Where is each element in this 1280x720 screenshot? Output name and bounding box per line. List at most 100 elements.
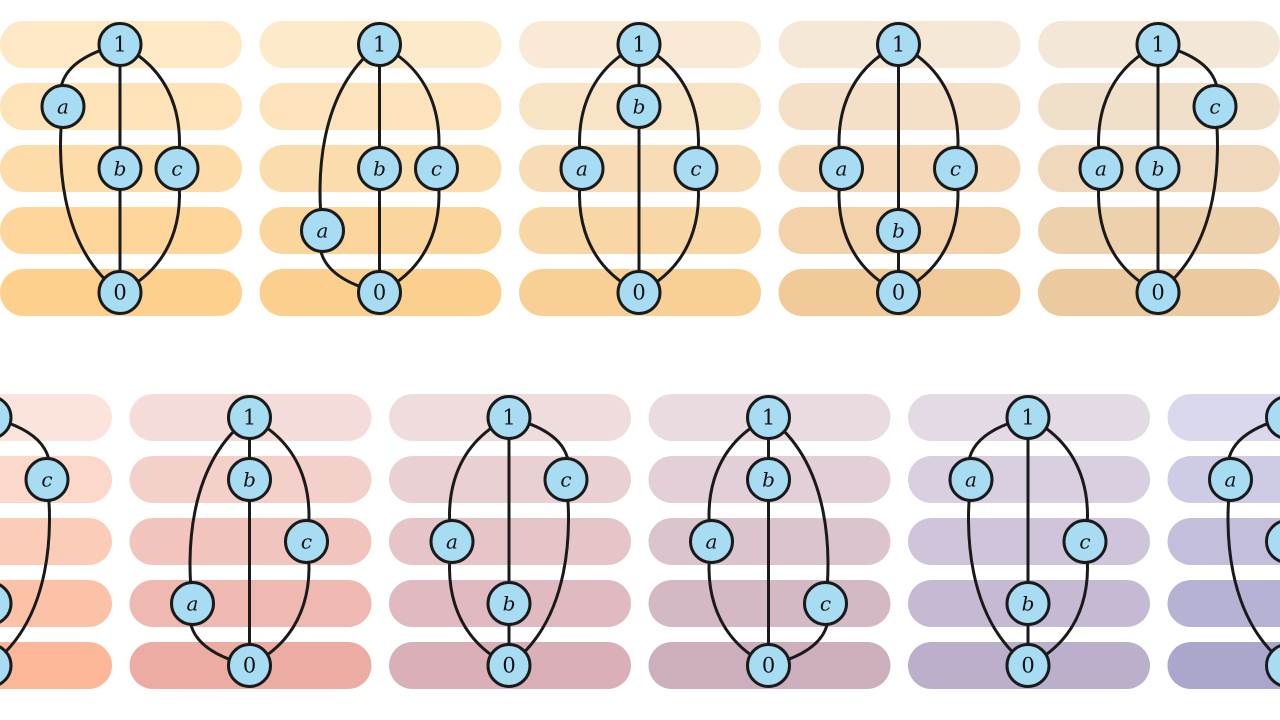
node-label: 1 xyxy=(373,33,386,57)
row2-panel6-node-1: 1 xyxy=(1265,396,1280,439)
node-circle xyxy=(543,457,589,502)
node-circle xyxy=(689,519,734,564)
node-label: a xyxy=(187,592,199,616)
row2-panel4-node-a: a xyxy=(689,519,734,564)
node-circle xyxy=(1005,581,1051,626)
row2-panel1-band-3 xyxy=(0,518,112,565)
row1-panel5-node-0: 0 xyxy=(1135,270,1181,315)
node-label: b xyxy=(503,592,516,616)
row2-panel1-node-c: c xyxy=(24,457,70,502)
node-circle xyxy=(673,146,719,191)
row2-panel1-node-b: b xyxy=(0,583,13,624)
node-circle xyxy=(746,457,791,502)
row2-panel4-node-c: c xyxy=(803,581,848,626)
node-label: 0 xyxy=(1151,281,1164,305)
row2-panel6-edge-a-0 xyxy=(1226,478,1280,662)
node-label: b xyxy=(892,219,905,243)
row2-panel5-node-a: a xyxy=(948,457,994,502)
node-label: b xyxy=(1022,592,1035,616)
node-label: 0 xyxy=(113,281,126,305)
node-circle xyxy=(0,397,13,438)
node-circle xyxy=(97,22,143,67)
row2-panel2-node-a: a xyxy=(170,581,215,626)
row2-panel5-node-c: c xyxy=(1062,519,1108,564)
row2-panel6-band-3 xyxy=(1167,518,1280,565)
node-label: 0 xyxy=(892,281,905,305)
node-label: c xyxy=(950,157,961,181)
node-circle xyxy=(0,583,13,624)
row2-panel4-edge-1-c xyxy=(767,416,830,605)
row2-panel1-band-1 xyxy=(0,394,112,441)
node-label: c xyxy=(171,157,182,181)
node-circle xyxy=(1078,146,1124,191)
row2-panel3-node-c: c xyxy=(543,457,589,502)
row2-panel6-band-4 xyxy=(1167,580,1280,627)
row1-panel4-node-0: 0 xyxy=(876,270,921,315)
node-circle xyxy=(746,643,791,688)
row2-panel6-node-b: b xyxy=(1265,520,1280,563)
node-circle xyxy=(876,208,921,253)
row2-panel5-node-1: 1 xyxy=(1005,395,1051,440)
node-label: b xyxy=(114,157,127,181)
node-layer: 1abc01abc01abc01abc01abc01abc01abc01abc0… xyxy=(0,22,1280,688)
node-label: c xyxy=(431,157,442,181)
row1-panel3-node-c: c xyxy=(673,146,719,191)
row2-panel2-node-c: c xyxy=(284,519,329,564)
row1-panel4-node-c: c xyxy=(933,146,978,191)
node-circle xyxy=(357,22,402,67)
node-circle xyxy=(746,395,791,440)
node-circle xyxy=(0,645,13,686)
row2-panel2-edge-1-a xyxy=(188,416,251,605)
node-label: b xyxy=(633,95,646,119)
node-circle xyxy=(486,581,532,626)
row1-panel4-node-b: b xyxy=(876,208,921,253)
node-label: c xyxy=(301,530,312,554)
row1-panel4-node-1: 1 xyxy=(876,22,921,67)
node-circle xyxy=(154,146,200,191)
row1-panel3-node-b: b xyxy=(616,84,662,129)
row2-panel3-node-0: 0 xyxy=(486,643,532,688)
node-circle xyxy=(170,581,215,626)
node-circle xyxy=(1265,644,1280,687)
row1-panel1-node-1: 1 xyxy=(97,22,143,67)
row2-panel6-node-0: 0 xyxy=(1265,644,1280,687)
node-circle xyxy=(429,519,475,564)
node-label: 1 xyxy=(243,406,256,430)
node-circle xyxy=(803,581,848,626)
node-label: a xyxy=(965,468,977,492)
row2-panel2-node-b: b xyxy=(227,457,272,502)
row2-panel1-edge-c-0 xyxy=(0,478,51,660)
row1-panel5-edge-c-0 xyxy=(1156,105,1219,294)
node-label: 1 xyxy=(1021,406,1034,430)
row1-panel1-node-b: b xyxy=(97,146,143,191)
row1-panel1-node-a: a xyxy=(40,84,86,129)
node-circle xyxy=(414,146,459,191)
node-circle xyxy=(948,457,994,502)
node-label: b xyxy=(243,468,256,492)
node-circle xyxy=(227,457,272,502)
node-circle xyxy=(97,270,143,315)
node-label: 0 xyxy=(243,654,256,678)
row2-panel5-node-b: b xyxy=(1005,581,1051,626)
row2-panel6-node-a: a xyxy=(1208,457,1253,502)
node-circle xyxy=(876,22,921,67)
node-label: 1 xyxy=(502,406,515,430)
node-circle xyxy=(616,22,662,67)
node-label: c xyxy=(41,468,52,492)
row2-panel6-band-1 xyxy=(1167,394,1280,441)
node-label: a xyxy=(57,95,69,119)
node-label: 1 xyxy=(892,33,905,57)
node-label: 1 xyxy=(632,33,645,57)
row1-panel1-node-0: 0 xyxy=(97,270,143,315)
node-circle xyxy=(97,146,143,191)
row2-panel4-node-b: b xyxy=(746,457,791,502)
node-label: 1 xyxy=(1151,33,1164,57)
edge-layer xyxy=(0,43,1280,667)
row2-panel3-node-b: b xyxy=(486,581,532,626)
node-label: c xyxy=(690,157,701,181)
row2-panel3-edge-c-0 xyxy=(507,478,570,667)
node-circle xyxy=(486,395,532,440)
node-label: c xyxy=(1209,95,1220,119)
row1-panel4-node-a: a xyxy=(819,146,864,191)
node-label: c xyxy=(1079,530,1090,554)
